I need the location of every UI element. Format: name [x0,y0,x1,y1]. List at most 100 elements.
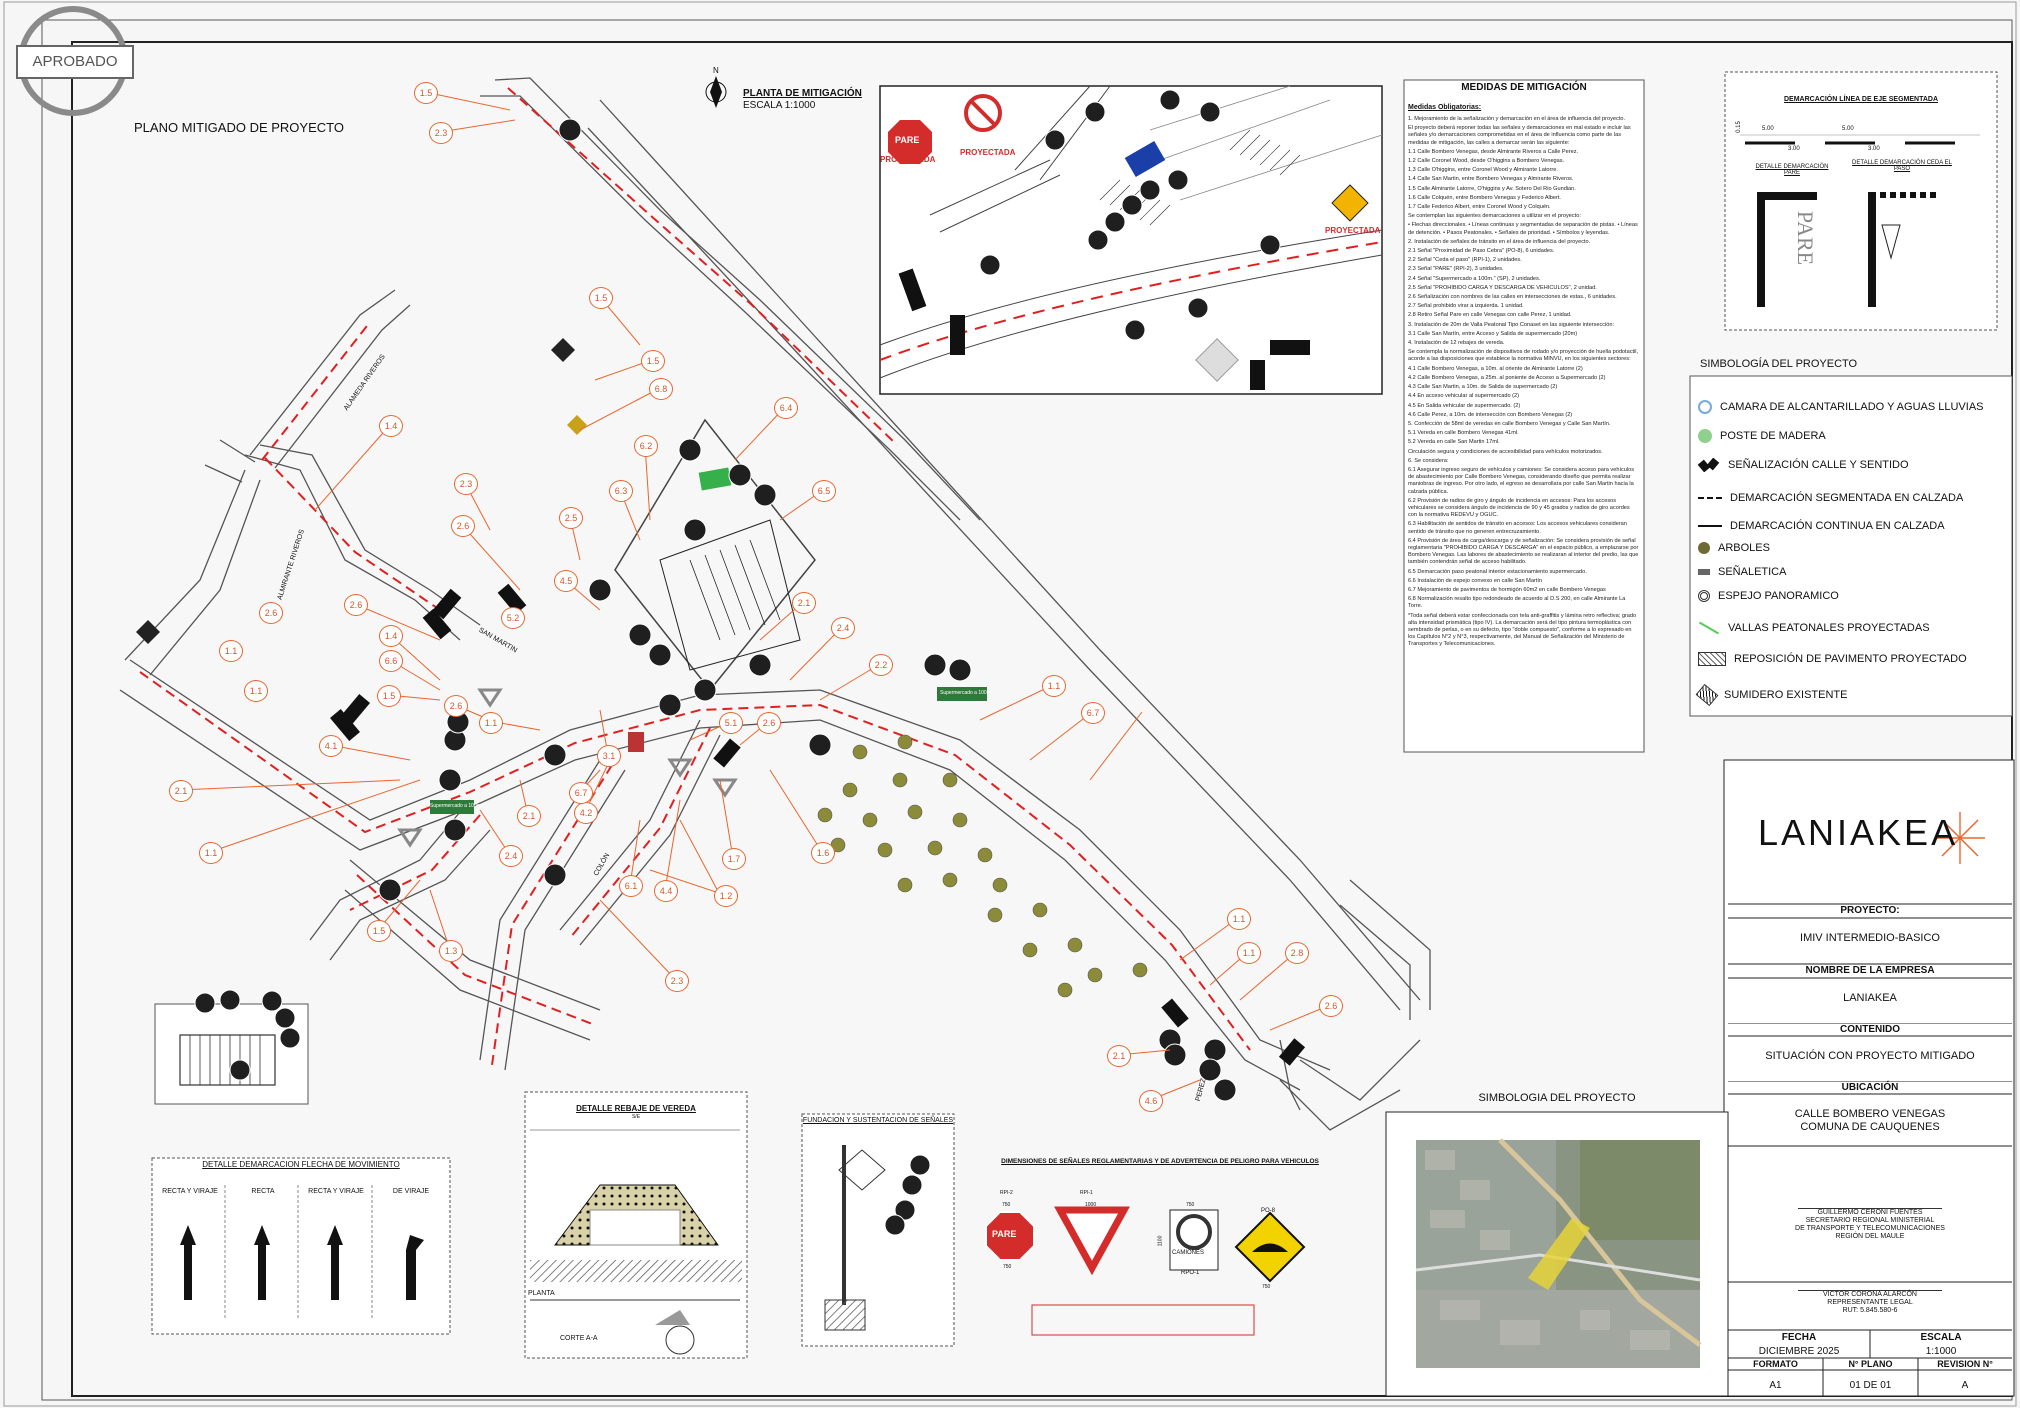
callout-bubble: 2.1 [1107,1045,1131,1067]
flecha-col-label: RECTA Y VIRAJE [162,1188,218,1195]
medida-item: 6.6 Instalación de espejo convexo en cal… [1408,577,1543,584]
outer-border [3,1,2017,1407]
medidas-title: MEDIDAS DE MITIGACIÓN [1461,82,1587,93]
callout-bubble: 5.1 [719,712,743,734]
inset-scale: ESCALA 1:1000 [743,100,816,111]
medidas-list: 1. Mejoramiento de la señalización y dem… [1408,116,1640,752]
medida-item: 2.2 Señal "Ceda el paso" (RPI-1), 2 unid… [1408,257,1522,264]
callout-bubble: 6.1 [619,875,643,897]
legend-item: VALLAS PEATONALES PROYECTADAS [1698,621,1930,635]
inset-title: PLANTA DE MITIGACIÓN [743,88,862,99]
medida-item: Circulación segura y condiciones de acce… [1408,448,1603,455]
legend-box [1689,375,2013,717]
medida-item: 1.7 Calle Federico Albert, entre Coronel… [1408,204,1551,211]
medida-item: 5.1 Vereda en calle Bombero Venegas 41ml… [1408,430,1519,437]
detail-ceda-title: DETALLE DEMARCACIÓN CEDA EL PASO [1852,160,1952,172]
legend-item: SUMIDERO EXISTENTE [1695,683,1847,707]
legend-item: DEMARCACIÓN CONTINUA EN CALZADA [1698,520,1945,532]
medida-item: 3.1 Calle San Martín, entre Acceso y Sal… [1408,330,1578,337]
callout-bubble: 1.1 [1237,942,1261,964]
medida-item: 2.1 Señal "Proximidad de Paso Cebra" (PO… [1408,248,1555,255]
north-label: N [713,66,719,75]
plano-value: 01 DE 01 [1849,1380,1892,1391]
dim-label: 5.00 [1762,126,1774,132]
flechas-detail [151,1157,451,1335]
medida-item: 2. Instalación de señales de tránsito en… [1408,238,1591,245]
escala-label: ESCALA [1920,1332,1962,1343]
medida-item: 6.1 Asegurar ingreso seguro de vehículos… [1408,466,1635,495]
legend-item: SEÑALIZACIÓN CALLE Y SENTIDO [1697,457,1909,473]
sign-dim: 750 [1186,1202,1195,1208]
medida-item: 4.4 En acceso vehicular al supermercado … [1408,393,1519,400]
flecha-col-label: DE VIRAJE [392,1188,430,1195]
stamp-label: APROBADO [16,45,134,79]
rebaje-subtitle: S/E [631,1114,641,1120]
callout-bubble: 1.2 [714,885,738,907]
plan-title: PLANO MITIGADO DE PROYECTO [134,120,344,135]
sign-dim: 1100 [1157,1235,1164,1247]
callout-bubble: 1.5 [367,920,391,942]
medida-item: 1. Mejoramiento de la señalización y dem… [1408,116,1626,122]
valla-detail [154,989,309,1105]
tree-icon [1698,542,1710,554]
plano-label: N° PLANO [1848,1359,1893,1369]
legend-item: REPOSICIÓN DE PAVIMENTO PROYECTADO [1698,652,1967,666]
proyecto-value: IMIV INTERMEDIO-BASICO [1800,932,1940,944]
flecha-col-label: RECTA Y VIRAJE [308,1188,364,1195]
callout-bubble: 1.1 [244,680,268,702]
dim-label: 3.00 [1868,146,1880,152]
callout-bubble: 2.5 [559,507,583,529]
legend-item: DEMARCACIÓN SEGMENTADA EN CALZADA [1698,492,1963,504]
callout-bubble: 2.6 [451,515,475,537]
callout-bubble: 6.5 [812,480,836,502]
callout-bubble: 6.8 [649,378,673,400]
callout-bubble: 6.4 [774,397,798,419]
company-logo: LANIAKEA [1758,812,1959,853]
formato-label: FORMATO [1753,1359,1798,1369]
rebaje-detail [524,1091,748,1359]
callout-bubble: 4.4 [654,880,678,902]
demarcacion-eje-box [1724,71,1998,331]
medida-item: 4.5 En Salida vehicular de supermercado.… [1408,402,1521,409]
callout-bubble: 6.7 [569,782,593,804]
dimensiones-title: DIMENSIONES DE SEÑALES REGLAMENTARIAS Y … [1001,1158,1319,1165]
proyectada-label: PROYECTADA [960,148,1016,157]
fundacion-detail [801,1113,955,1347]
medida-item: 4.1 Calle Bombero Venegas, a 10m. al ori… [1408,365,1583,372]
street-sign-icon [1697,457,1720,473]
pare-marking: PARE [1793,210,1819,266]
pare-sign-label: PARE [992,1229,1017,1239]
medida-item: Se contempla la normalización de disposi… [1408,349,1639,363]
medida-item: 6. Se considera: [1408,457,1449,464]
callout-bubble: 1.1 [1042,675,1066,697]
medida-item: 6.4 Provisión de área de carga/descarga … [1408,537,1639,566]
callout-bubble: 2.1 [169,780,193,802]
callout-bubble: 5.2 [501,607,525,629]
medida-item: 1.6 Calle Colquén, entre Bombero Venegas… [1408,194,1561,201]
flechas-title: DETALLE DEMARCACION FLECHA DE MOVIMIENTO [202,1160,400,1169]
tree-group [817,734,1148,998]
medida-item: 1.2 Calle Coronel Wood, desde O'higgins … [1408,158,1565,165]
supermercado-sign: Supermercado a 100m [430,803,481,809]
approval-stamp: APROBADO [16,6,134,116]
red-demarcation [139,87,1251,1066]
legend-item: POSTE DE MADERA [1698,429,1826,443]
proyecto-label: PROYECTO: [1728,905,2012,916]
supermercado-sign: Supermercado a 100m [940,690,991,696]
plan-signs [136,118,1306,1102]
medida-item: 4.3 Calle San Martin, a 10m. de Salida d… [1408,384,1558,391]
laniakea-logo-graphic [1734,768,2008,898]
dim-label: 5.00 [1842,126,1854,132]
location-map [1385,1111,1729,1397]
sign-code: PO-8 [1261,1208,1276,1214]
callout-bubble: 2.1 [792,592,816,614]
legend-item: ESPEJO PANORAMICO [1698,590,1839,602]
location-map-title: SIMBOLOGIA DEL PROYECTO [1478,1092,1636,1104]
ubicacion-line-2: COMUNA DE CAUQUENES [1800,1121,1940,1133]
callout-bubble: 4.5 [554,570,578,592]
sign-dim: 750 [1262,1284,1271,1290]
callout-bubble: 2.4 [499,845,523,867]
callout-bubble: 2.3 [454,473,478,495]
rebaje-planta: PLANTA [528,1290,555,1297]
